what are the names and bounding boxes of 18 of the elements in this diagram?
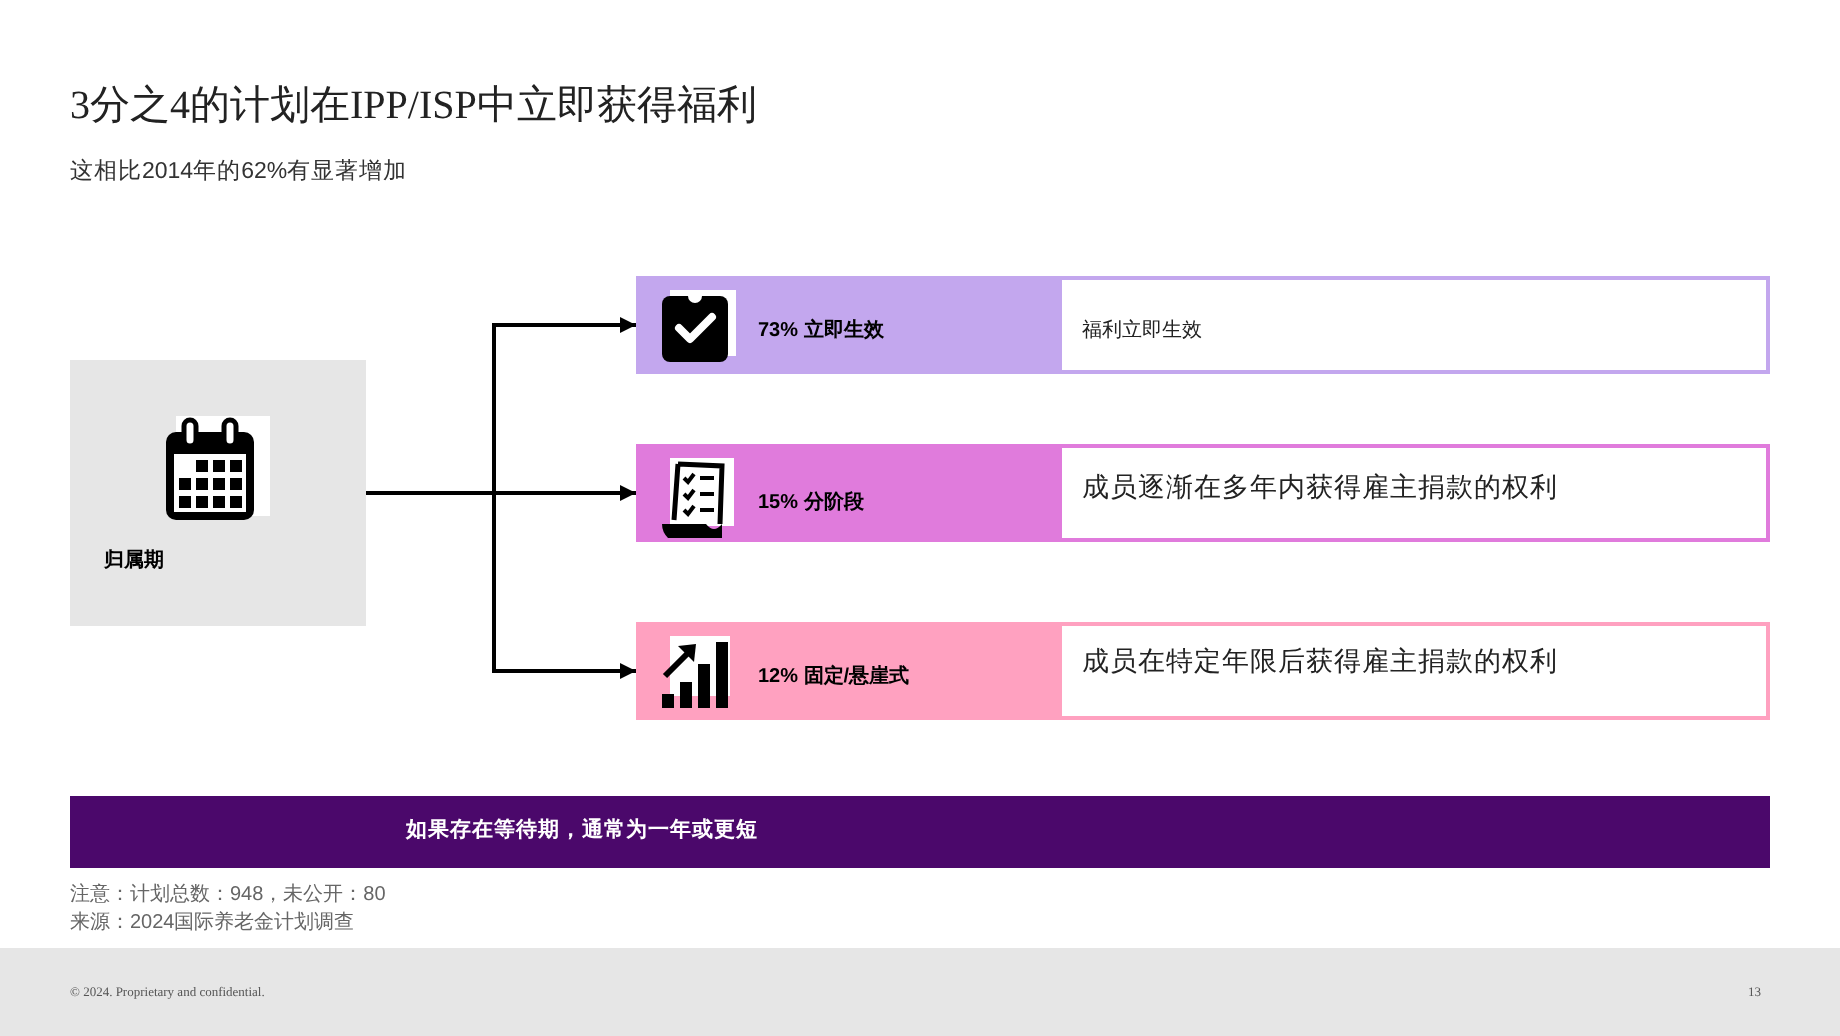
row-heading: 15% 分阶段 (758, 492, 864, 516)
category-panel (70, 360, 366, 626)
category-row (636, 622, 1770, 720)
row-heading: 12% 固定/悬崖式 (758, 666, 910, 690)
row-description: 成员在特定年限后获得雇主捐款的权利 (1082, 646, 1558, 678)
row-description: 成员逐渐在多年内获得雇主捐款的权利 (1082, 472, 1558, 504)
banner-text: 如果存在等待期，通常为一年或更短 (406, 818, 758, 844)
note-banner (70, 796, 1770, 868)
slide-title: 3分之4的计划在IPP/ISP中立即获得福利 (70, 82, 757, 130)
row-description: 福利立即生效 (1082, 320, 1202, 344)
category-row (636, 276, 1770, 374)
source-note: 来源：2024国际养老金计划调查 (70, 912, 355, 936)
arrow (366, 491, 636, 679)
subtitle: 这相比2014年的62%有显著增加 (70, 158, 408, 186)
row-heading: 73% 立即生效 (758, 320, 884, 344)
panel-label: 归属期 (104, 550, 164, 574)
category-row (636, 444, 1770, 542)
footnote: 注意：计划总数：948，未公开：80 (70, 884, 386, 908)
